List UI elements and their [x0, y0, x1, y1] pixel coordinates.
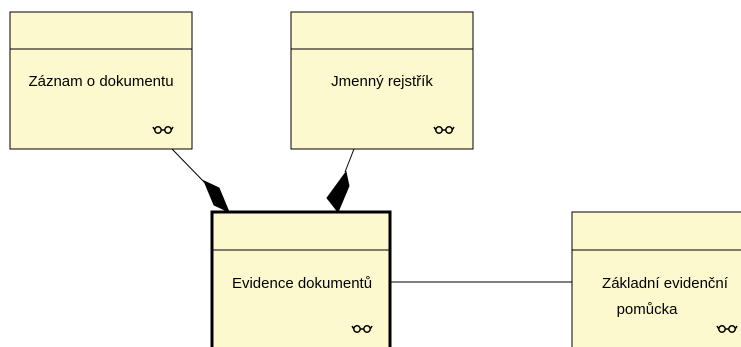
edge-zaznam-evidence[interactable] — [171, 148, 209, 187]
edge-jmenny-evidence[interactable] — [344, 148, 355, 173]
glasses-icon — [433, 126, 455, 134]
glasses-icon — [716, 325, 738, 333]
node-label: Základní evidenční — [602, 275, 729, 292]
composition-diamond-icon — [326, 170, 350, 213]
node-jmenny-rejstrik[interactable]: Jmenný rejstřík — [290, 11, 474, 150]
node-label: Evidence dokumentů — [232, 275, 372, 292]
composition-diamond-icon — [203, 180, 230, 213]
node-label: Záznam o dokumentu — [28, 73, 173, 90]
node-label: Jmenný rejstřík — [331, 73, 433, 90]
glasses-icon — [152, 126, 174, 134]
node-zakladni-evidencni-pomucka[interactable]: Základní evidenční pomůcka — [571, 211, 741, 347]
node-label: pomůcka — [617, 301, 679, 318]
node-evidence-dokumentu[interactable]: Evidence dokumentů — [210, 210, 392, 347]
glasses-icon — [351, 325, 373, 333]
node-zaznam-o-dokumentu[interactable]: Záznam o dokumentu — [9, 11, 193, 150]
